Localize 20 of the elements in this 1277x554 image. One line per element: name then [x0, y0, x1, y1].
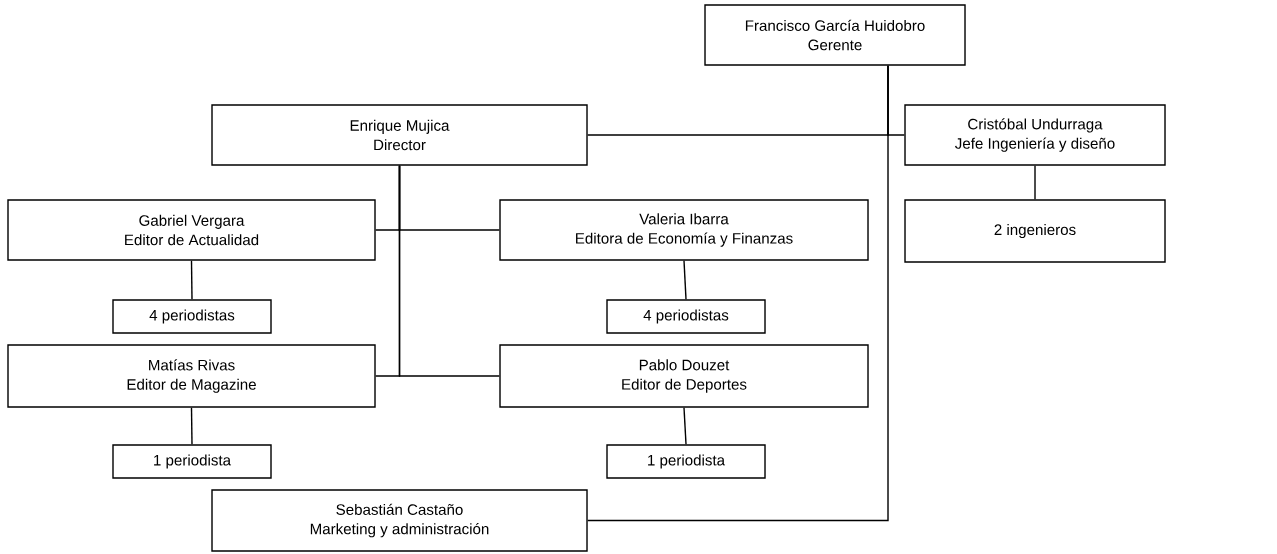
team-box: 4 periodistas	[606, 299, 766, 334]
position-box: Cristóbal Undurraga Jefe Ingeniería y diseño	[904, 104, 1166, 166]
connector-line	[190, 260, 193, 300]
team-box: 2 ingenieros	[904, 199, 1166, 263]
position-box: Pablo Douzet Editor de Deportes	[499, 344, 869, 408]
connector-line	[1034, 165, 1036, 200]
connector-line	[683, 260, 687, 300]
position-box: Enrique Mujica Director	[211, 104, 588, 166]
connector-line	[190, 407, 193, 445]
connector-line	[398, 165, 500, 377]
position-box: Francisco García Huidobro Gerente	[704, 4, 966, 66]
team-box: 4 periodistas	[112, 299, 272, 334]
position-box: Sebastián Castaño Marketing y administración	[211, 489, 588, 552]
team-box: 1 periodista	[606, 444, 766, 479]
connector-line	[683, 407, 687, 445]
connector-line	[587, 65, 889, 522]
position-box: Matías Rivas Editor de Magazine	[7, 344, 376, 408]
position-box: Valeria Ibarra Editora de Economía y Finanzas	[499, 199, 869, 261]
team-box: 1 periodista	[112, 444, 272, 479]
position-box: Gabriel Vergara Editor de Actualidad	[7, 199, 376, 261]
